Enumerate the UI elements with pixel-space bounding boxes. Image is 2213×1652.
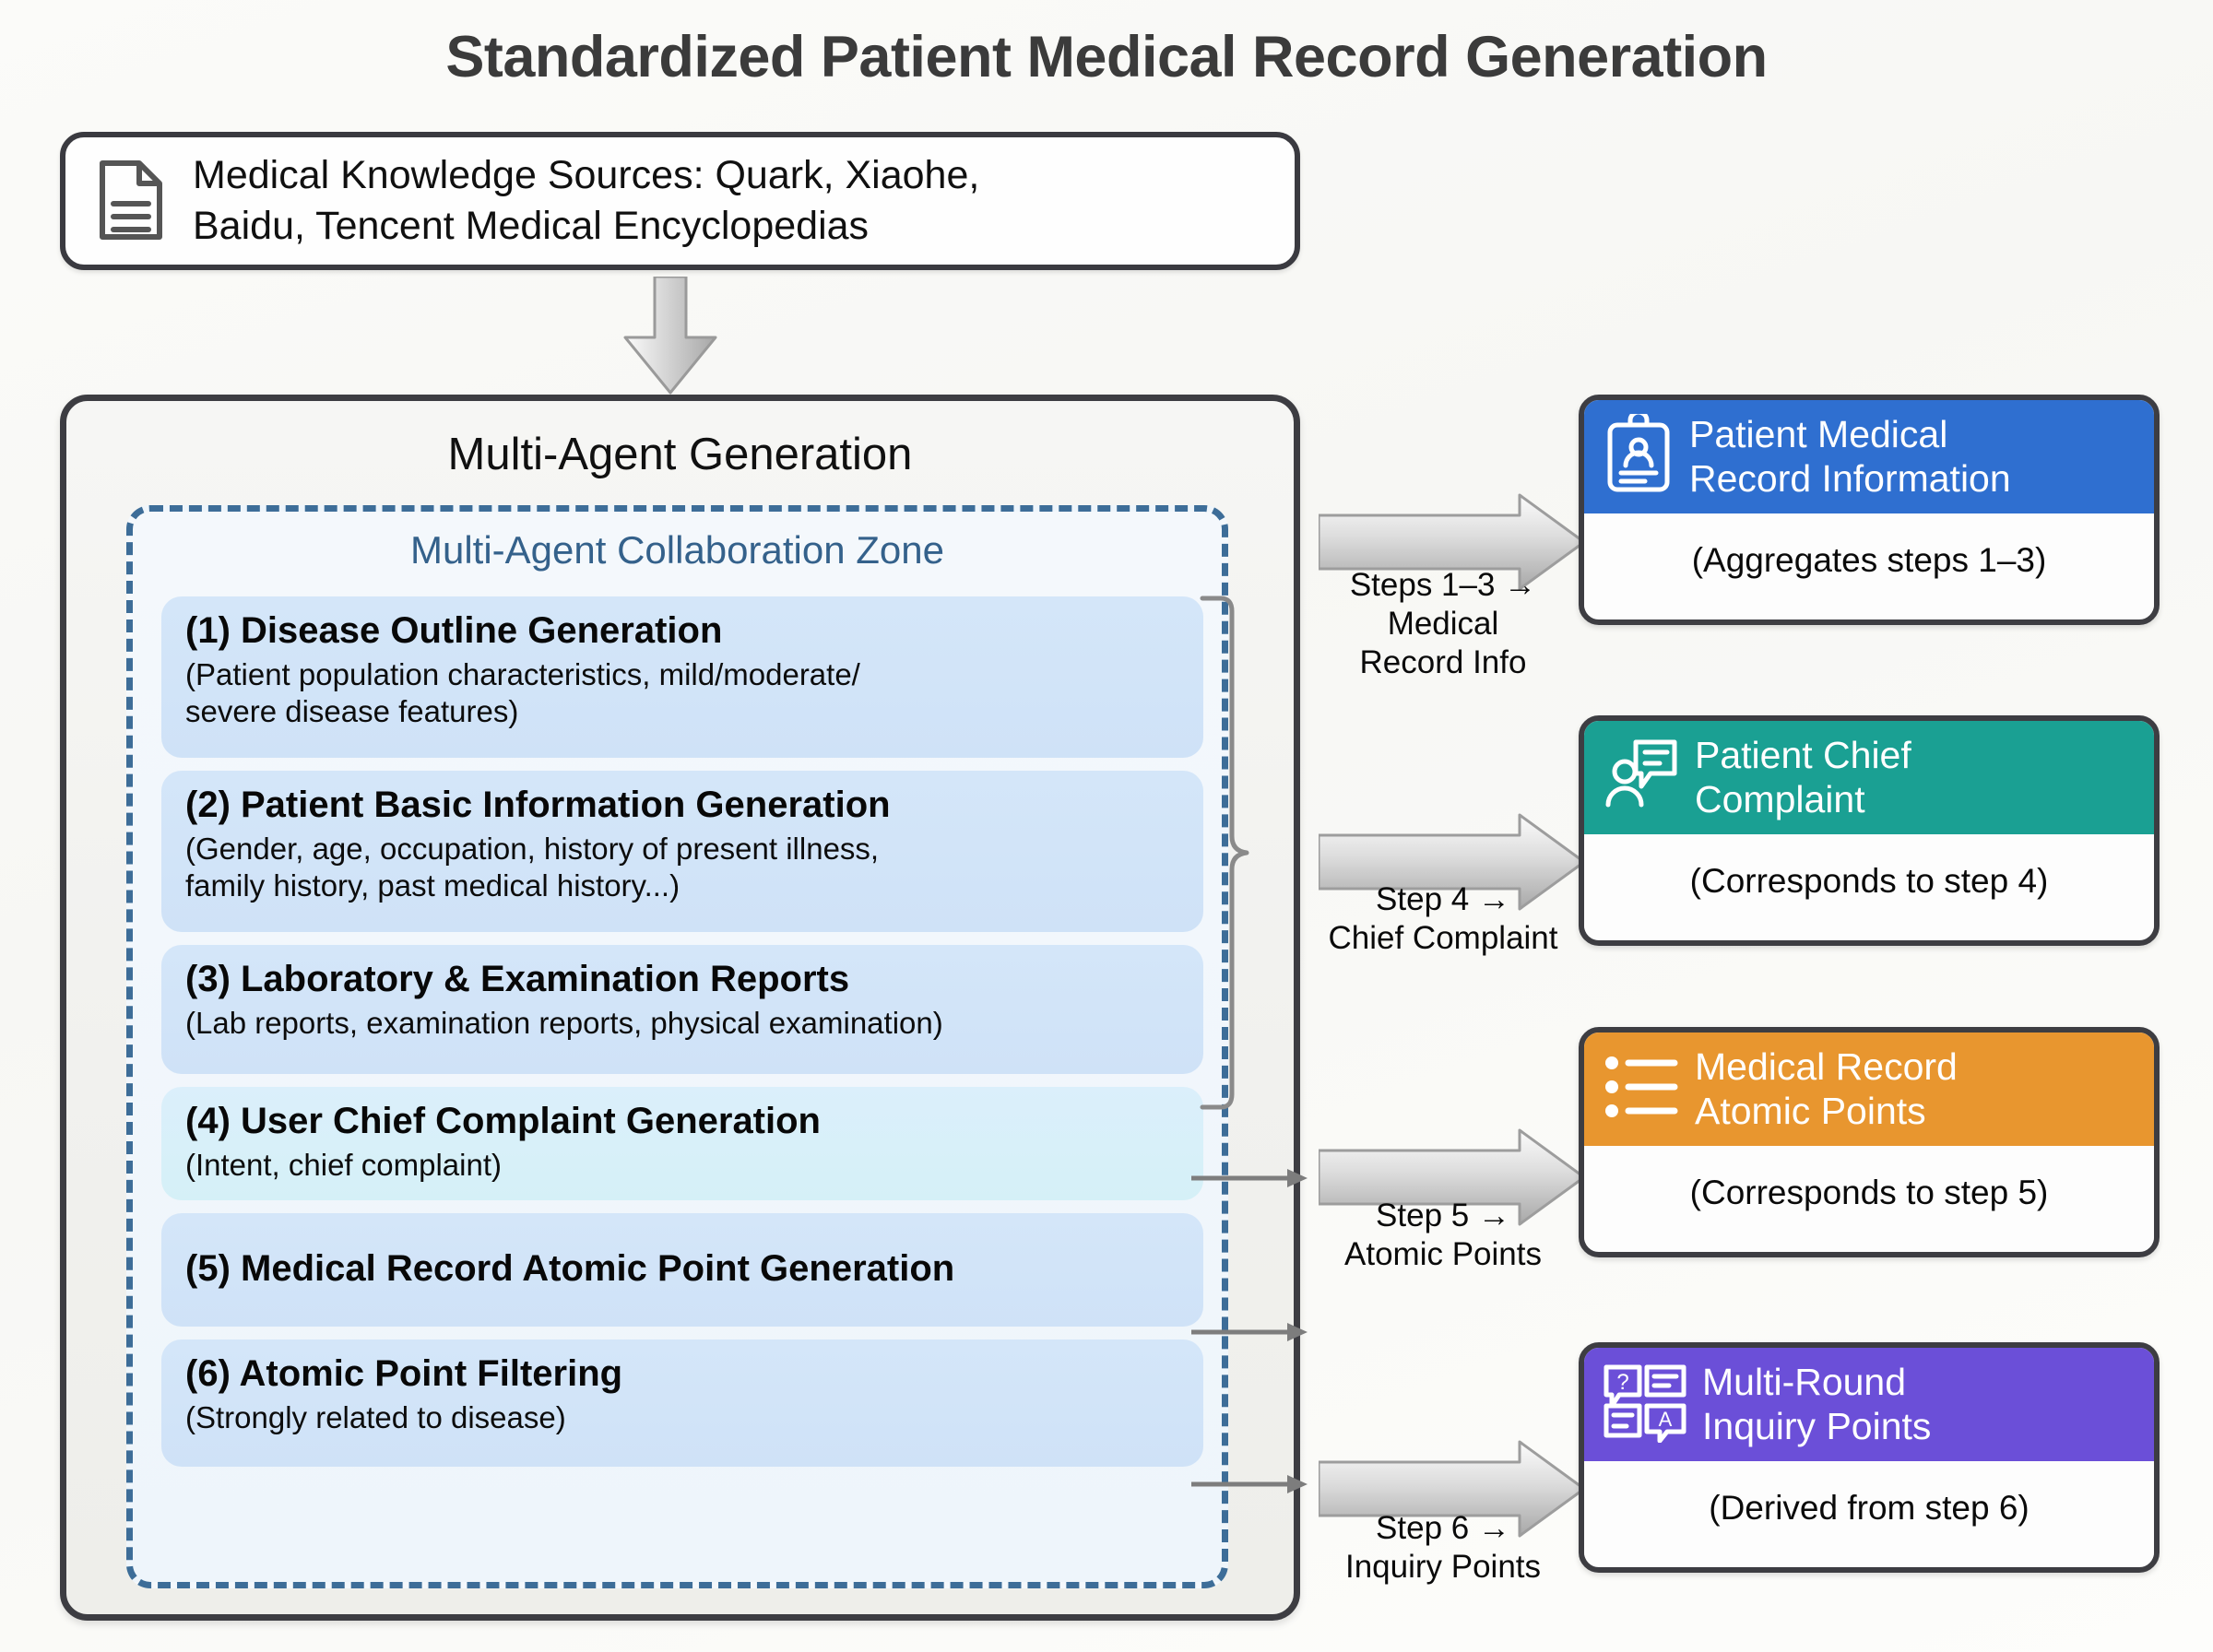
card-title: Multi-Round Inquiry Points [1702, 1361, 1932, 1447]
step-subtitle: (Patient population characteristics, mil… [185, 657, 860, 729]
output-card-patient-medical-record[interactable]: Patient Medical Record Information (Aggr… [1579, 395, 2160, 625]
step-item-2[interactable]: (2) Patient Basic Information Generation… [161, 771, 1203, 932]
card-title: Patient Medical Record Information [1689, 413, 2011, 500]
step-subtitle: (Gender, age, occupation, history of pre… [185, 832, 880, 903]
steps-1-3-brace [1189, 595, 1263, 1111]
bullet-list-icon [1603, 1050, 1680, 1128]
knowledge-sources-box: Medical Knowledge Sources: Quark, Xiaohe… [60, 132, 1300, 270]
card-title: Patient Chief Complaint [1695, 734, 1911, 820]
flow-label-step-5: Step 5 → Atomic Points [1344, 1198, 1542, 1272]
steps-list: (1) Disease Outline Generation (Patient … [161, 596, 1203, 1480]
knowledge-sources-text: Medical Knowledge Sources: Quark, Xiaohe… [193, 152, 980, 248]
clipboard-person-icon [1603, 409, 1675, 500]
flow-label-step-6: Step 6 → Inquiry Points [1344, 1510, 1542, 1585]
step-subtitle: (Intent, chief complaint) [185, 1148, 502, 1183]
card-note: (Derived from step 6) [1584, 1461, 2154, 1558]
step-title: (2) Patient Basic Information Generation [185, 785, 891, 825]
svg-text:?: ? [1616, 1370, 1628, 1395]
card-note: (Aggregates steps 1–3) [1584, 513, 2154, 610]
output-card-multi-round-inquiry-points[interactable]: ? A Multi-Round Inquiry Points (Derived … [1579, 1342, 2160, 1573]
flow-arrow-to-atomic-points [1317, 1127, 1586, 1233]
card-header: Patient Chief Complaint [1584, 721, 2154, 835]
flow-arrow-down [620, 275, 721, 395]
generation-panel-title: Multi-Agent Generation [447, 430, 913, 479]
step-title: (1) Disease Outline Generation [185, 610, 723, 651]
step-item-3[interactable]: (3) Laboratory & Examination Reports (La… [161, 945, 1203, 1074]
multi-agent-generation-panel: Multi-Agent Generation Multi-Agent Colla… [60, 395, 1300, 1621]
flow-label-steps-1-3: Steps 1–3 → Medical Record Info [1349, 567, 1537, 680]
step-item-4[interactable]: (4) User Chief Complaint Generation (Int… [161, 1087, 1203, 1200]
document-icon [95, 158, 167, 247]
flow-arrow-to-inquiry-points [1317, 1438, 1586, 1544]
step-title: (6) Atomic Point Filtering [185, 1353, 623, 1394]
card-header: Patient Medical Record Information [1584, 400, 2154, 514]
flow-arrow-to-record-info [1317, 491, 1586, 597]
connector-step-4 [1191, 1164, 1311, 1192]
step-title: (4) User Chief Complaint Generation [185, 1101, 821, 1141]
step-subtitle: (Strongly related to disease) [185, 1400, 566, 1435]
collaboration-zone: Multi-Agent Collaboration Zone (1) Disea… [126, 505, 1228, 1588]
card-note: (Corresponds to step 4) [1584, 834, 2154, 931]
card-title: Medical Record Atomic Points [1695, 1045, 1958, 1132]
flow-arrow-to-chief-complaint [1317, 811, 1586, 917]
collaboration-zone-title: Multi-Agent Collaboration Zone [410, 528, 944, 572]
card-header: ? A Multi-Round Inquiry Points [1584, 1348, 2154, 1462]
page-title: Standardized Patient Medical Record Gene… [445, 25, 1768, 89]
card-header: Medical Record Atomic Points [1584, 1032, 2154, 1147]
output-card-medical-record-atomic-points[interactable]: Medical Record Atomic Points (Correspond… [1579, 1027, 2160, 1257]
step-subtitle: (Lab reports, examination reports, physi… [185, 1006, 943, 1041]
connector-step-5 [1191, 1318, 1311, 1346]
qa-chat-icon: ? A [1603, 1362, 1687, 1447]
step-title: (3) Laboratory & Examination Reports [185, 959, 850, 999]
connector-step-6 [1191, 1470, 1311, 1498]
card-note: (Corresponds to step 5) [1584, 1146, 2154, 1243]
step-title: (5) Medical Record Atomic Point Generati… [185, 1247, 955, 1289]
output-card-patient-chief-complaint[interactable]: Patient Chief Complaint (Corresponds to … [1579, 715, 2160, 946]
flow-label-step-4: Step 4 → Chief Complaint [1328, 881, 1558, 956]
step-item-5[interactable]: (5) Medical Record Atomic Point Generati… [161, 1213, 1203, 1327]
person-speech-bubble-icon [1603, 737, 1680, 819]
svg-text:A: A [1659, 1408, 1673, 1431]
step-item-6[interactable]: (6) Atomic Point Filtering (Strongly rel… [161, 1339, 1203, 1467]
step-item-1[interactable]: (1) Disease Outline Generation (Patient … [161, 596, 1203, 758]
